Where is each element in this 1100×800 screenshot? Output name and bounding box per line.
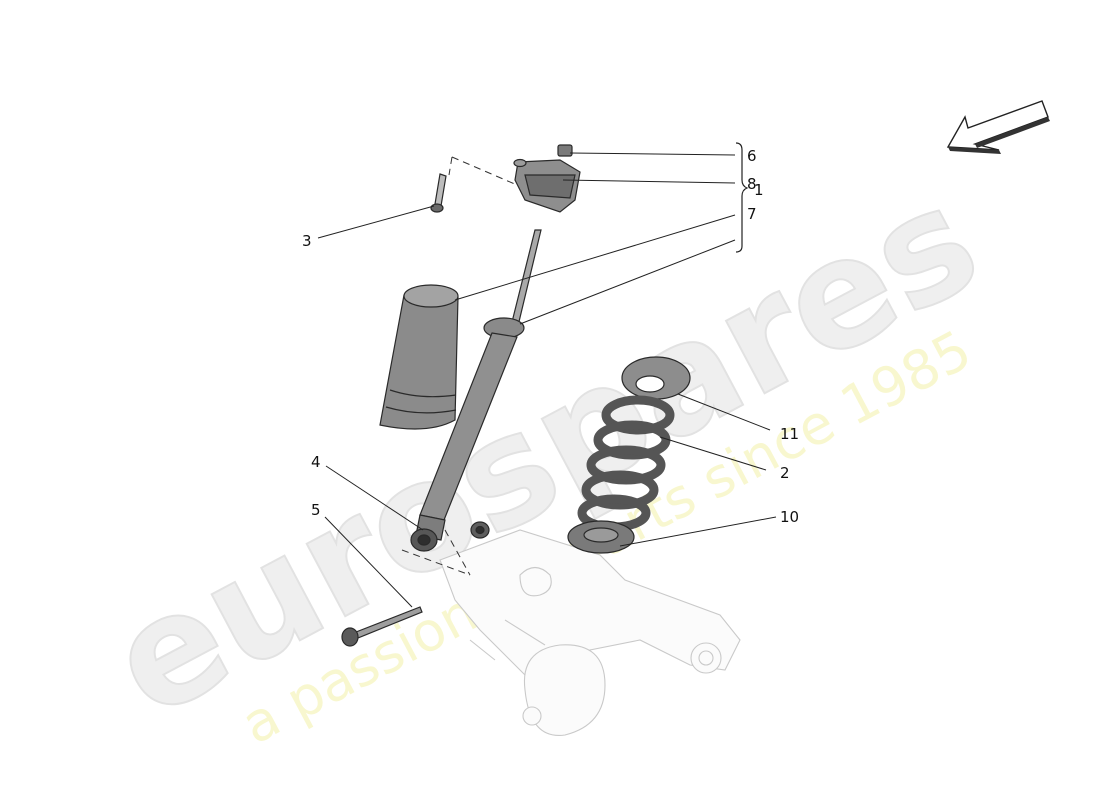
callout-3: 3 (302, 232, 312, 250)
callout-4: 4 (311, 453, 321, 471)
callout-labels: 6 8 1 7 3 11 2 4 5 10 (302, 147, 799, 526)
callout-11: 11 (780, 425, 799, 443)
callout-6: 6 (747, 147, 757, 165)
part-4-bush (470, 521, 490, 539)
callout-10: 10 (780, 508, 799, 526)
part-10-lower-spring-seat (567, 520, 635, 554)
part-7-dust-boot (379, 284, 459, 430)
assembly-dash-lines (401, 156, 518, 576)
part-6-nut (557, 144, 573, 157)
front-direction-arrow-icon (946, 100, 1050, 154)
callout-5: 5 (311, 501, 321, 519)
assembly-bracket (735, 142, 749, 253)
callout-7: 7 (747, 205, 757, 223)
callout-2: 2 (780, 464, 790, 482)
part-8-top-mount (513, 158, 581, 213)
part-5-long-bolt (341, 606, 423, 647)
part-11-upper-spring-seat (621, 356, 691, 400)
shock-absorber (410, 229, 542, 552)
leader-lines (317, 152, 777, 608)
rear-subframe (439, 529, 741, 736)
callout-8: 8 (747, 175, 757, 193)
callout-1: 1 (754, 181, 764, 199)
